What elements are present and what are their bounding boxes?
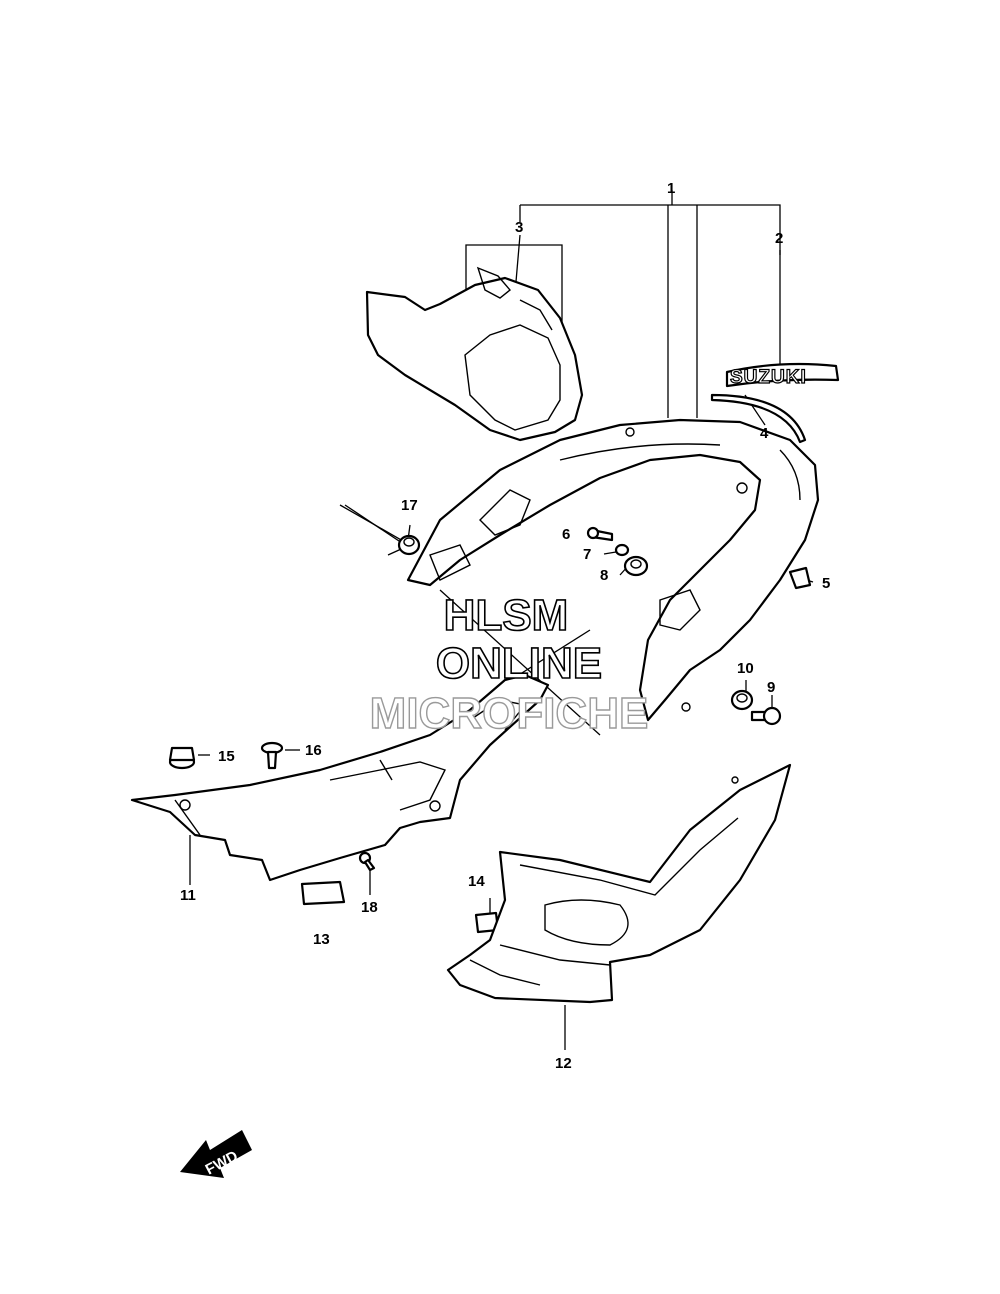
part-2-emblem: SUZUKI xyxy=(725,362,840,389)
emblem-text: SUZUKI xyxy=(730,367,807,388)
part-17-cushion xyxy=(397,534,421,556)
callout-5: 5 xyxy=(822,575,830,592)
callout-16: 16 xyxy=(305,742,322,759)
watermark-line-2: ONLINE xyxy=(436,639,602,688)
callout-4: 4 xyxy=(760,425,769,442)
part-3-cowl-front xyxy=(365,266,584,442)
part-5-clip-nut xyxy=(788,566,812,590)
callout-11: 11 xyxy=(180,887,196,904)
part-18-screw xyxy=(358,851,376,872)
callout-12: 12 xyxy=(555,1055,572,1072)
part-13-pad xyxy=(300,880,346,906)
part-7-washer xyxy=(614,543,630,557)
watermark-line-1: HLSM xyxy=(444,591,569,640)
part-9-bolt xyxy=(750,706,782,726)
callout-6: 6 xyxy=(562,526,570,543)
callout-9: 9 xyxy=(767,679,775,696)
callout-13: 13 xyxy=(313,931,330,948)
callout-7: 7 xyxy=(583,546,591,563)
part-15-grommet xyxy=(168,746,196,770)
part-1-tail-cowl xyxy=(406,418,820,722)
callout-3: 3 xyxy=(515,219,523,236)
watermark: HLSM ONLINE MICROFICHE xyxy=(369,590,649,739)
part-6-screw xyxy=(586,526,614,542)
part-8-grommet xyxy=(623,555,649,577)
watermark-line-3: MICROFICHE xyxy=(370,689,649,738)
callout-2: 2 xyxy=(775,230,783,247)
callout-numbers: 1 2 3 4 5 6 7 8 9 10 11 12 13 14 15 16 1… xyxy=(180,180,830,1072)
callout-8: 8 xyxy=(600,567,608,584)
callout-14: 14 xyxy=(468,873,485,890)
callout-18: 18 xyxy=(361,899,378,916)
callout-1: 1 xyxy=(667,180,675,197)
callout-15: 15 xyxy=(218,748,235,765)
part-4-stripe xyxy=(710,393,807,444)
callout-10: 10 xyxy=(737,660,754,677)
part-11-under-cowl xyxy=(130,673,550,882)
part-16-rivet xyxy=(260,741,284,770)
fwd-arrow: FWD xyxy=(180,1130,252,1179)
callout-17: 17 xyxy=(401,497,418,514)
part-12-side-cover xyxy=(446,763,792,1004)
part-10-cushion xyxy=(730,689,754,711)
